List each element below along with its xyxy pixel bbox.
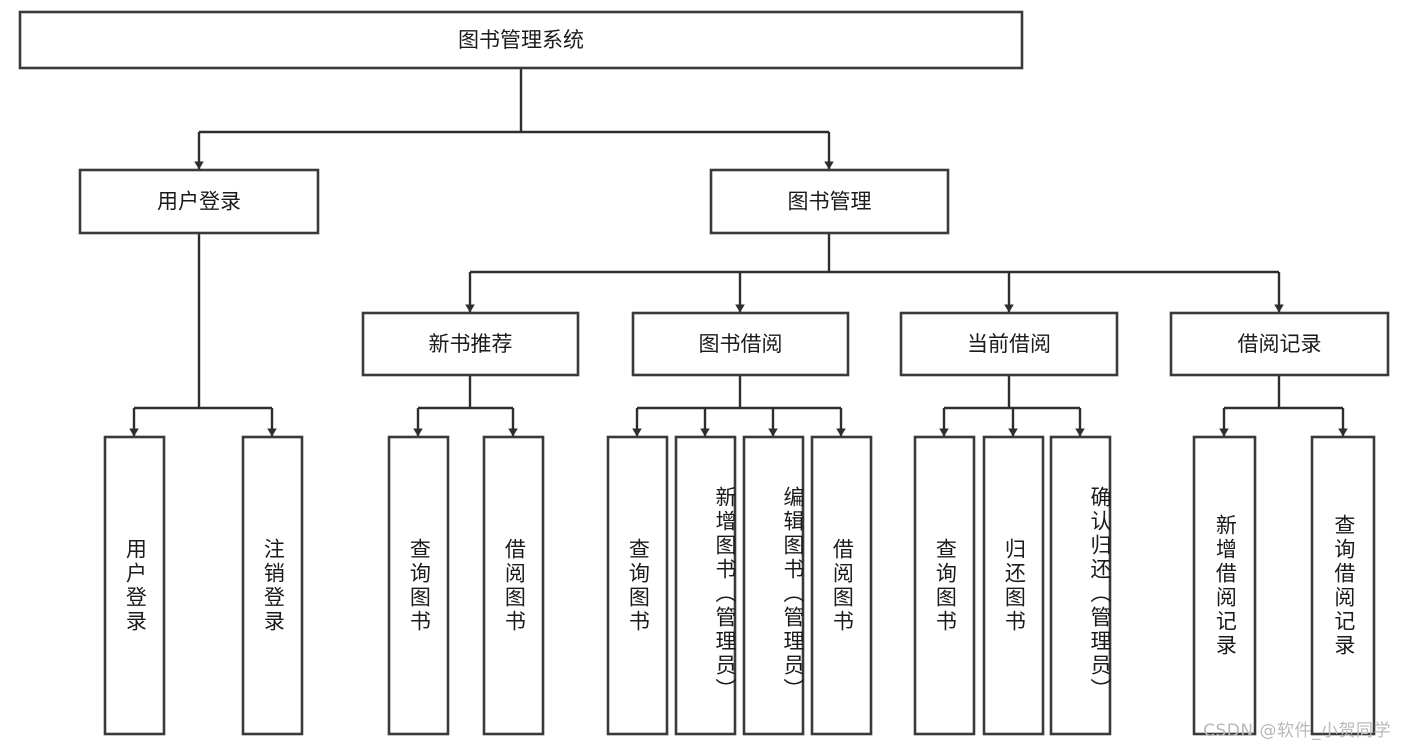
- connector-current-to-leaves: [939, 375, 1085, 437]
- connector-userlogin-to-leaves: [129, 233, 277, 437]
- node-leaf-edit-book[interactable]: [742, 435, 805, 736]
- node-leaf-borrow-book-2-box[interactable]: [810, 435, 873, 736]
- node-borrow-record[interactable]: 借阅记录: [1169, 311, 1390, 377]
- node-user-login-label: 用户登录: [157, 190, 241, 214]
- node-leaf-add-book[interactable]: [674, 435, 737, 736]
- node-book-manage-label: 图书管理: [788, 190, 872, 214]
- node-leaf-query-book-3[interactable]: [913, 435, 976, 736]
- node-leaf-query-borrow-record-box[interactable]: [1310, 435, 1376, 736]
- node-leaf-edit-book-box[interactable]: [742, 435, 805, 736]
- node-book-manage-box[interactable]: [709, 168, 950, 235]
- node-root-box[interactable]: [18, 10, 1024, 70]
- node-leaf-add-borrow-record[interactable]: [1192, 435, 1257, 736]
- node-leaf-add-book-box[interactable]: [674, 435, 737, 736]
- node-current-borrow[interactable]: 当前借阅: [899, 311, 1119, 377]
- node-book-borrow[interactable]: 图书借阅: [631, 311, 850, 377]
- connector-layer: [129, 68, 1348, 437]
- node-book-borrow-box[interactable]: [631, 311, 850, 377]
- node-leaf-query-book-2-box[interactable]: [606, 435, 669, 736]
- node-user-login[interactable]: 用户登录: [78, 168, 320, 235]
- node-leaf-return-book-box[interactable]: [982, 435, 1045, 736]
- node-current-borrow-box[interactable]: [899, 311, 1119, 377]
- node-leaf-borrow-book-1[interactable]: [482, 435, 545, 736]
- node-leaf-query-book-1-box[interactable]: [387, 435, 450, 736]
- node-book-borrow-label: 图书借阅: [699, 332, 783, 356]
- node-leaf-borrow-book-1-box[interactable]: [482, 435, 545, 736]
- csdn-watermark: CSDN @软件_小贺同学: [1203, 721, 1391, 741]
- connector-bookmanage-to-level2: [465, 233, 1284, 313]
- connector-record-to-leaves: [1219, 375, 1348, 437]
- node-root-label: 图书管理系统: [458, 28, 584, 52]
- node-leaf-add-borrow-record-box[interactable]: [1192, 435, 1257, 736]
- node-new-book-recommend-label: 新书推荐: [429, 332, 513, 356]
- node-leaf-return-book[interactable]: [982, 435, 1045, 736]
- node-leaf-confirm-return[interactable]: [1049, 435, 1112, 736]
- node-leaf-logout-login[interactable]: [241, 435, 304, 736]
- node-leaf-query-book-2[interactable]: [606, 435, 669, 736]
- node-leaf-confirm-return-box[interactable]: [1049, 435, 1112, 736]
- node-leaf-user-login-box[interactable]: [103, 435, 166, 736]
- node-leaf-logout-login-box[interactable]: [241, 435, 304, 736]
- node-current-borrow-label: 当前借阅: [967, 332, 1051, 356]
- connector-borrow-to-leaves: [632, 375, 846, 437]
- node-leaf-query-borrow-record[interactable]: [1310, 435, 1376, 736]
- node-borrow-record-box[interactable]: [1169, 311, 1390, 377]
- connector-recommend-to-leaves: [413, 375, 518, 437]
- node-new-book-recommend[interactable]: 新书推荐: [361, 311, 580, 377]
- node-new-book-recommend-box[interactable]: [361, 311, 580, 377]
- node-leaf-user-login[interactable]: [103, 435, 166, 736]
- node-leaf-borrow-book-2[interactable]: [810, 435, 873, 736]
- node-borrow-record-label: 借阅记录: [1238, 332, 1322, 356]
- node-user-login-box[interactable]: [78, 168, 320, 235]
- node-leaf-query-book-1[interactable]: [387, 435, 450, 736]
- node-root[interactable]: 图书管理系统: [18, 10, 1024, 70]
- connector-root-to-level1: [194, 68, 834, 170]
- node-book-manage[interactable]: 图书管理: [709, 168, 950, 235]
- node-leaf-query-book-3-box[interactable]: [913, 435, 976, 736]
